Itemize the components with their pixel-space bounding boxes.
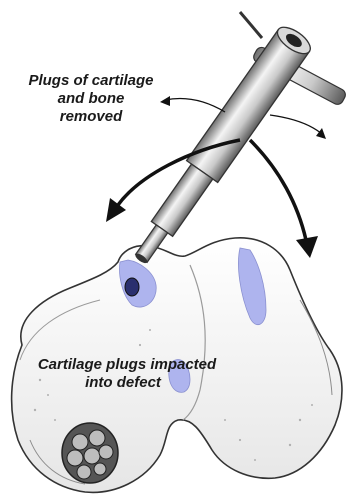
harvest-label-line-1: Plugs of cartilage bbox=[6, 72, 176, 90]
arrowhead-right bbox=[296, 236, 318, 258]
handle-rod bbox=[240, 12, 262, 38]
implant-label-line-2: into defect bbox=[0, 374, 252, 392]
instrument-shaft-upper bbox=[187, 30, 310, 183]
plug-cross-section bbox=[62, 423, 118, 483]
instrument-shaft-lower bbox=[151, 164, 212, 236]
implant-label-line-1: Cartilage plugs impacted bbox=[2, 356, 252, 374]
harvest-label: Plugs of cartilage and bone removed bbox=[6, 72, 176, 126]
harvest-label-line-2: and bone bbox=[6, 90, 176, 108]
harvest-label-line-3: removed bbox=[6, 108, 176, 126]
donor-hole bbox=[125, 278, 139, 296]
arrow-rotation-right bbox=[270, 115, 322, 134]
implant-label: Cartilage plugs impacted into defect bbox=[2, 356, 252, 392]
arrowhead-left bbox=[106, 198, 126, 222]
arrow-right-curve bbox=[250, 140, 306, 240]
arrowhead-rotation-right bbox=[316, 128, 326, 139]
